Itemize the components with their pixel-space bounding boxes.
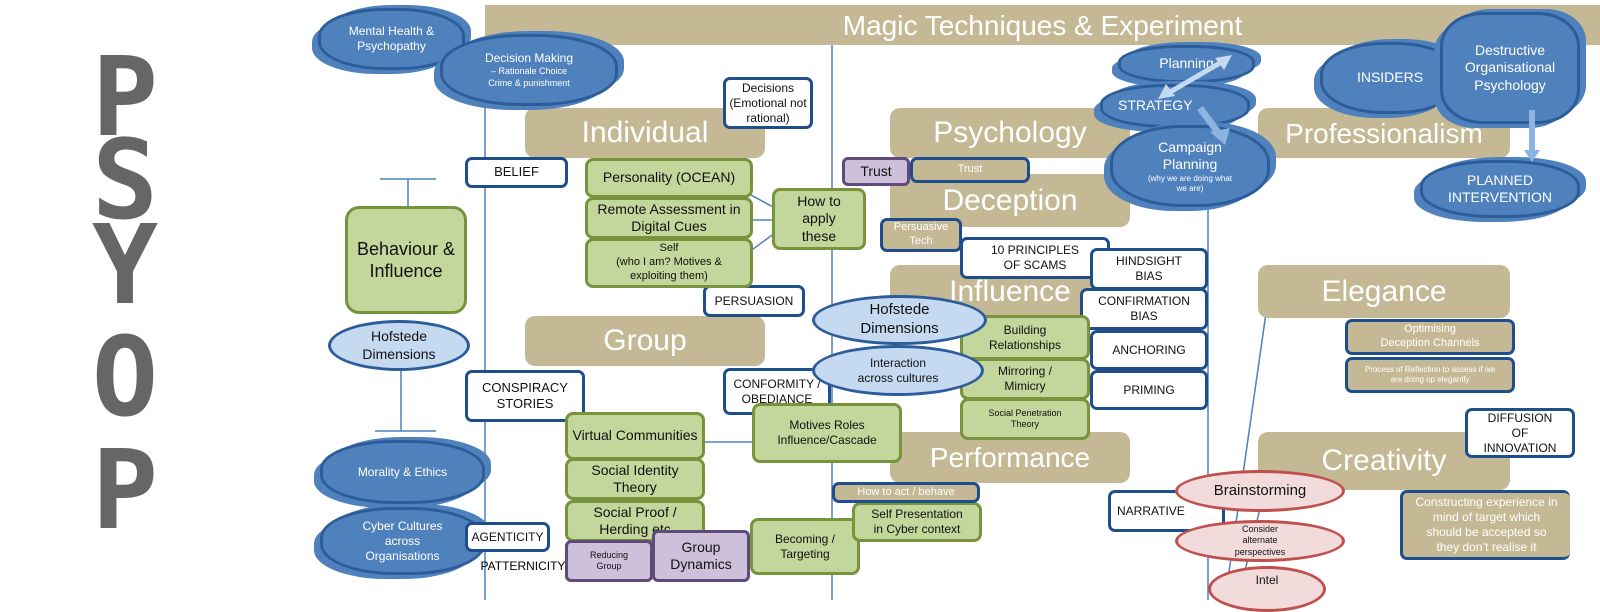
box-virtual-communities: Virtual Communities <box>565 412 705 460</box>
tan-box-persuasive-tech: Persuasive Tech <box>880 218 962 252</box>
header-performance: Performance <box>890 432 1130 483</box>
box-social-identity: Social Identity Theory <box>565 458 705 500</box>
logo-letter: P <box>91 426 159 554</box>
logo-letter: S <box>91 116 159 244</box>
tan-box-how-to-act: How to act / behave <box>832 482 980 503</box>
box-belief: BELIEF <box>465 157 568 188</box>
box-decisions: Decisions (Emotional not rational) <box>723 77 813 129</box>
box-social-penetration: Social Penetration Theory <box>960 398 1090 440</box>
box-confirmation: CONFIRMATION BIAS <box>1080 288 1208 330</box>
cloud-decision-making: Decision Making – Rationale Choice Crime… <box>440 34 618 106</box>
box-conformity: CONFORMITY / OBEDIANCE <box>723 368 831 415</box>
box-persuasion: PERSUASION <box>703 285 805 317</box>
box-remote-assessment: Remote Assessment in Digital Cues <box>585 197 753 239</box>
ellipse-hofstede-left: Hofstede Dimensions <box>328 320 470 371</box>
header-group: Group <box>525 316 765 366</box>
box-diffusion: DIFFUSION OF INNOVATION <box>1465 408 1575 458</box>
box-motives-roles: Motives Roles Influence/Cascade <box>752 403 902 463</box>
box-reducing-group: Reducing Group <box>565 540 653 582</box>
box-self-sub: (who I am? Motives & exploiting them) <box>616 256 722 282</box>
logo-letter: P <box>91 33 159 161</box>
box-personality: Personality (OCEAN) <box>585 158 753 198</box>
cloud-planned-intervention: PLANNED INTERVENTION <box>1420 160 1580 218</box>
box-trust: Trust <box>842 157 910 186</box>
cloud-mental-health: Mental Health & Psychopathy <box>318 8 465 70</box>
box-priming: PRIMING <box>1090 370 1208 410</box>
tan-box-optimising: Optimising Deception Channels <box>1345 319 1515 355</box>
cloud-title: Decision Making <box>484 51 574 66</box>
cloud-cyber-cultures: Cyber Cultures across Organisations <box>320 507 485 575</box>
cloud-planning: Planning <box>1118 45 1255 83</box>
ellipse-intel: Intel <box>1208 566 1326 612</box>
cloud-insiders: INSIDERS <box>1320 42 1460 114</box>
cloud-sub: – Rationale Choice <box>490 66 568 77</box>
box-conspiracy: CONSPIRACY STORIES <box>465 370 585 422</box>
ellipse-hofstede-center: Hofstede Dimensions <box>812 295 987 345</box>
logo-letter: Y <box>91 201 159 329</box>
box-becoming-targeting: Becoming / Targeting <box>750 518 860 575</box>
text-patternicity: PATTERNICITY <box>480 558 566 573</box>
cloud-morality: Morality & Ethics <box>320 440 485 504</box>
ellipse-brainstorming: Brainstorming <box>1175 470 1345 512</box>
tan-box-reflection: Process of Reflection to assess if we ar… <box>1345 357 1515 393</box>
box-anchoring: ANCHORING <box>1090 330 1208 370</box>
cloud-title: Campaign Planning <box>1158 138 1222 173</box>
box-how-to-apply: How to apply these <box>772 188 866 250</box>
box-self-title: Self <box>659 242 679 255</box>
header-psychology: Psychology <box>890 108 1130 158</box>
box-agenticity: AGENTICITY <box>465 522 550 552</box>
cloud-destructive-psychology: Destructive Organisational Psychology <box>1440 12 1580 124</box>
header-elegance: Elegance <box>1258 265 1510 318</box>
box-group-dynamics: Group Dynamics <box>652 530 750 582</box>
banner-title: Magic Techniques & Experiment <box>485 5 1600 45</box>
cloud-sub: (why we are doing what we are) <box>1147 173 1233 193</box>
box-self-presentation: Self Presentation in Cyber context <box>852 502 982 542</box>
ellipse-consider: Consider alternate perspectives <box>1175 520 1345 562</box>
box-social-proof: Social Proof / Herding etc <box>565 500 705 542</box>
box-principles: 10 PRINCIPLES OF SCAMS <box>960 237 1110 279</box>
tan-box-trust: Trust <box>910 157 1030 183</box>
logo-letter: O <box>91 313 159 441</box>
cloud-sub: Crime & punishment <box>488 77 570 88</box>
box-behaviour-influence: Behaviour & Influence <box>345 206 467 314</box>
cloud-campaign-planning: Campaign Planning (why we are doing what… <box>1110 125 1270 207</box>
cloud-strategy: STRATEGY <box>1100 84 1250 128</box>
box-self: Self (who I am? Motives & exploiting the… <box>585 238 753 288</box>
tan-box-constructing: Constructing experience in mind of targe… <box>1400 490 1570 560</box>
ellipse-interaction: Interaction across cultures <box>812 345 984 396</box>
box-hindsight: HINDSIGHT BIAS <box>1090 248 1208 290</box>
